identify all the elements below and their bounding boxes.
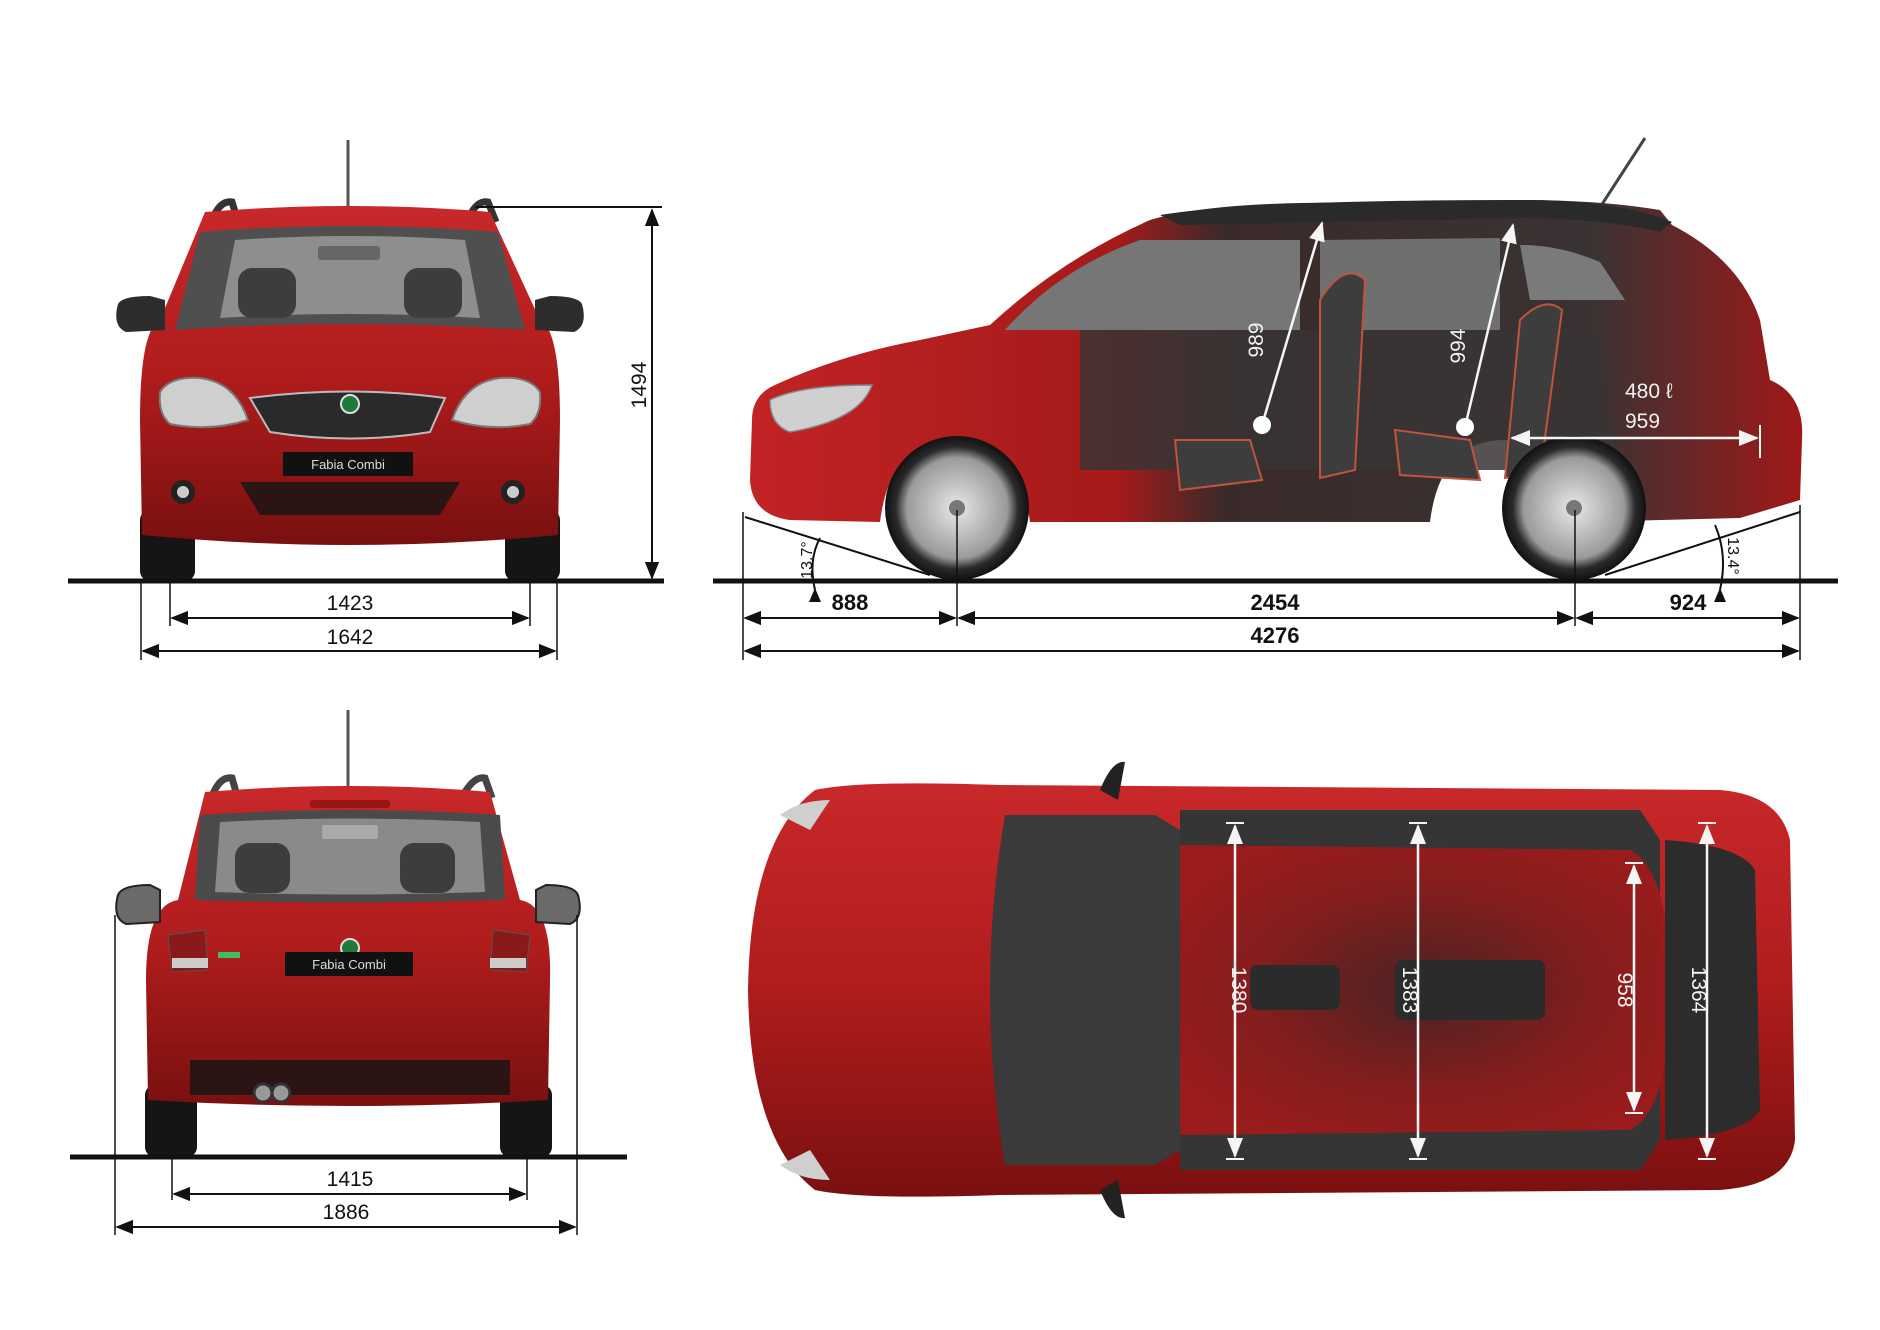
wheelbase-label: 2454 bbox=[1251, 590, 1301, 615]
boot-volume-label: 480 ℓ bbox=[1625, 380, 1673, 403]
exhaust-pipe-right bbox=[270, 1082, 292, 1104]
brand-logo-icon bbox=[340, 394, 360, 414]
front-plate-text: Fabia Combi bbox=[311, 457, 385, 472]
front-headroom-dim-line bbox=[1260, 221, 1325, 426]
front-overhang-label: 888 bbox=[832, 590, 869, 615]
approach-angle-line bbox=[744, 516, 931, 576]
rear-window bbox=[1320, 238, 1500, 330]
height-label: 1494 bbox=[628, 361, 651, 408]
front-view: Fabia Combi 1494 1423 1642 bbox=[68, 140, 664, 660]
front-window bbox=[1005, 240, 1300, 330]
rear-quarter-window bbox=[1520, 245, 1625, 300]
exhaust-pipe-left bbox=[252, 1082, 274, 1104]
right-mirror bbox=[535, 296, 584, 332]
side-view: 989 994 480 ℓ 959 13.7° 13.4° 888 2454 9… bbox=[713, 137, 1838, 660]
boot-width-label: 1364 bbox=[1687, 967, 1710, 1014]
antenna-icon bbox=[1595, 137, 1647, 213]
rear-overhang-label: 924 bbox=[1670, 590, 1707, 615]
overall-length-label: 4276 bbox=[1251, 623, 1300, 648]
departure-angle-label: 13.4° bbox=[1724, 537, 1741, 575]
rear-view: Fabia Combi 1415 1886 bbox=[70, 710, 627, 1235]
front-headroom-label: 989 bbox=[1245, 322, 1268, 357]
front-license-plate bbox=[283, 452, 413, 476]
boot-length-label: 959 bbox=[1625, 410, 1660, 433]
rear-plate-text: Fabia Combi bbox=[312, 957, 386, 972]
front-elbow-width-label: 1380 bbox=[1227, 967, 1250, 1014]
grille bbox=[248, 390, 447, 440]
departure-angle-line bbox=[1604, 511, 1801, 576]
top-windscreen bbox=[990, 815, 1180, 1165]
left-mirror bbox=[116, 296, 165, 332]
approach-angle-label: 13.7° bbox=[799, 541, 816, 579]
boot-width-arches-label: 958 bbox=[1613, 972, 1636, 1007]
rear-elbow-width-label: 1383 bbox=[1398, 967, 1421, 1014]
front-track-label: 1423 bbox=[327, 592, 374, 615]
top-view: 1380 1383 958 1364 bbox=[748, 761, 1795, 1219]
rear-track-label: 1415 bbox=[327, 1168, 374, 1191]
rear-headroom-label: 994 bbox=[1447, 328, 1470, 363]
rear-license-plate bbox=[285, 952, 413, 976]
body-width-label: 1642 bbox=[327, 626, 374, 649]
rear-headroom-dim-line bbox=[1463, 223, 1517, 428]
width-mirrors-label: 1886 bbox=[323, 1201, 370, 1224]
